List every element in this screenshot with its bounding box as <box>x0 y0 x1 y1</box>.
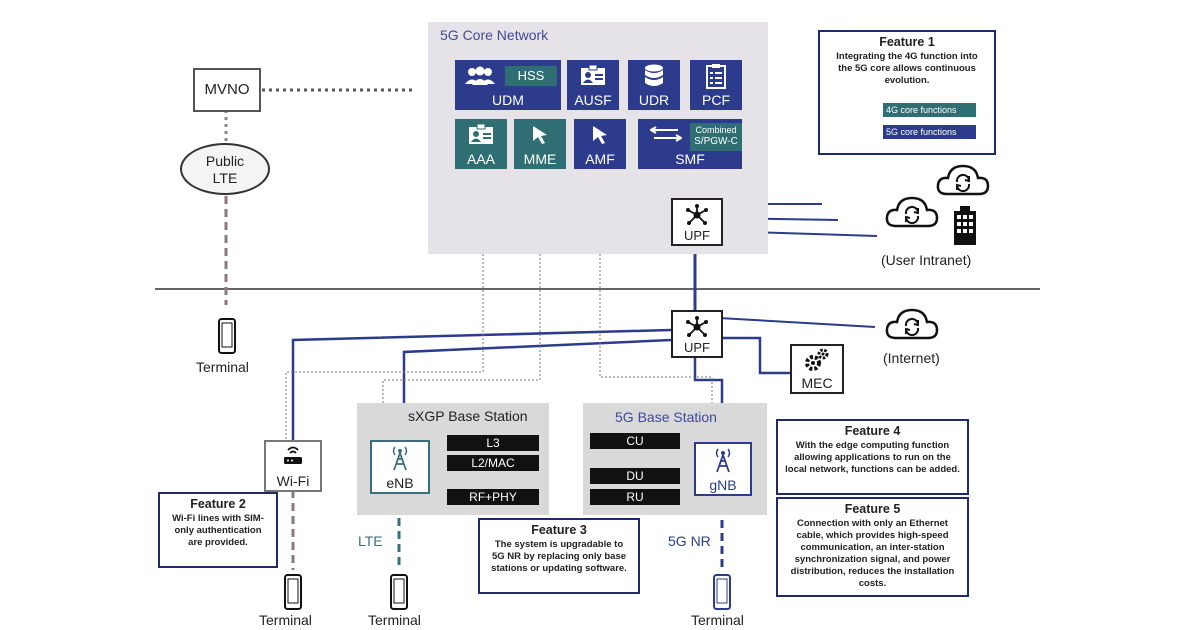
terminal-label-lte: Terminal <box>368 612 421 628</box>
upf-top: UPF <box>671 198 723 246</box>
legend-5g-core: 5G core functions <box>883 125 976 139</box>
feature-1-title: Feature 1 <box>879 35 935 49</box>
feature-2-text: Wi-Fi lines with SIM-only authentication… <box>172 513 264 548</box>
mec-link <box>719 336 790 375</box>
ausf-label: AUSF <box>574 92 612 108</box>
user-intranet-label: (User Intranet) <box>881 252 972 268</box>
antenna-tower-icon <box>392 446 408 471</box>
terminal-label-5g: Terminal <box>691 612 744 628</box>
5g-layer-cu: CU <box>590 433 680 449</box>
feature-4-title: Feature 4 <box>844 424 901 438</box>
feature-2-box: Feature 2 Wi-Fi lines with SIM-only auth… <box>158 492 278 568</box>
pcf-function: PCF <box>690 60 742 110</box>
public-lte-line2: LTE <box>212 170 238 186</box>
sxgp-layer-l3: L3 <box>447 435 539 451</box>
amf-function: AMF <box>574 119 626 169</box>
legend-4g-core: 4G core functions <box>883 103 976 117</box>
gnb-label: gNB <box>709 477 737 493</box>
internet-link <box>718 317 876 328</box>
checklist-icon <box>706 64 726 89</box>
wifi-node: Wi-Fi <box>264 440 322 492</box>
feature-5-text: Connection with only an Ethernet cable, … <box>790 518 955 589</box>
smf-label: SMF <box>675 151 705 167</box>
public-lte-node: Public LTE <box>180 143 270 195</box>
feature-3-text: The system is upgradable to 5G NR by rep… <box>491 539 627 574</box>
ausf-function: AUSF <box>567 60 619 110</box>
hub-icon <box>686 316 708 337</box>
mme-function: MME <box>514 119 566 169</box>
udr-label: UDR <box>638 92 670 108</box>
database-icon <box>645 64 663 86</box>
udr-function: UDR <box>628 60 680 110</box>
hss-function: HSS <box>505 66 557 86</box>
people-icon <box>465 66 495 85</box>
gnb-node: gNB <box>694 442 752 496</box>
router-icon <box>284 446 302 464</box>
cloud-sync-icon <box>885 196 939 228</box>
wifi-backhaul <box>291 328 672 440</box>
upf-bottom-label: UPF <box>684 340 710 355</box>
terminal-label-wifi: Terminal <box>259 612 312 628</box>
spgwc-label: S/PGW-C <box>694 136 738 147</box>
aaa-function: AAA <box>455 119 507 169</box>
upf-bottom: UPF <box>671 310 723 358</box>
sxgp-layer-l2mac: L2/MAC <box>447 455 539 471</box>
5g-layer-du: DU <box>590 468 680 484</box>
feature-5-box: Feature 5 Connection with only an Ethern… <box>776 497 969 597</box>
mec-label: MEC <box>801 375 833 391</box>
building-icon <box>954 206 976 245</box>
feature-1-text: Integrating the 4G function into the 5G … <box>836 51 978 86</box>
feature-5-title: Feature 5 <box>844 502 901 516</box>
antenna-tower-icon <box>715 448 731 473</box>
terminal-label-left: Terminal <box>196 359 249 375</box>
sxgp-title: sXGP Base Station <box>408 408 528 424</box>
mvno-box: MVNO <box>193 68 261 112</box>
smartphone-icon <box>284 574 302 610</box>
wifi-label: Wi-Fi <box>276 473 310 489</box>
lte-radio-label: LTE <box>358 533 383 549</box>
enb-label: eNB <box>386 475 414 491</box>
pcf-label: PCF <box>702 92 730 108</box>
public-lte-line1: Public <box>205 153 245 169</box>
gears-icon <box>805 348 829 371</box>
mec-box: MEC <box>790 344 844 394</box>
udm-label: UDM <box>492 92 524 108</box>
5g-layer-ru: RU <box>590 489 680 505</box>
cloud-sync-icon <box>885 308 939 340</box>
internet-label: (Internet) <box>883 350 940 366</box>
core-network-title: 5G Core Network <box>440 27 549 43</box>
smartphone-icon <box>713 574 731 610</box>
hub-icon <box>686 204 708 225</box>
aaa-wifi-control-link <box>285 170 484 440</box>
combined-label: Combined <box>695 125 737 135</box>
combined-spgwc-badge: Combined S/PGW-C <box>690 123 742 151</box>
smartphone-icon <box>218 318 236 354</box>
upf-top-label: UPF <box>684 228 710 243</box>
amf-label: AMF <box>585 151 615 167</box>
feature-3-title: Feature 3 <box>531 523 587 537</box>
cloud-sync-icon <box>936 164 990 196</box>
5g-station-title: 5G Base Station <box>615 409 717 425</box>
sxgp-layer-rfphy: RF+PHY <box>447 489 539 505</box>
cursor-icon <box>593 126 607 144</box>
feature-2-title: Feature 2 <box>190 497 246 511</box>
cursor-icon <box>533 126 547 144</box>
aaa-label: AAA <box>466 151 495 167</box>
feature-4-box: Feature 4 With the edge computing functi… <box>776 419 969 495</box>
smartphone-icon <box>390 574 408 610</box>
id-card-icon <box>581 65 605 85</box>
5g-nr-radio-label: 5G NR <box>668 533 711 549</box>
mme-label: MME <box>523 151 557 167</box>
feature-4-text: With the edge computing function allowin… <box>785 440 960 475</box>
feature-3-box: Feature 3 The system is upgradable to 5G… <box>478 518 640 594</box>
id-card-icon <box>469 124 493 144</box>
arrows-exchange-icon <box>650 126 682 142</box>
enb-node: eNB <box>370 440 430 494</box>
